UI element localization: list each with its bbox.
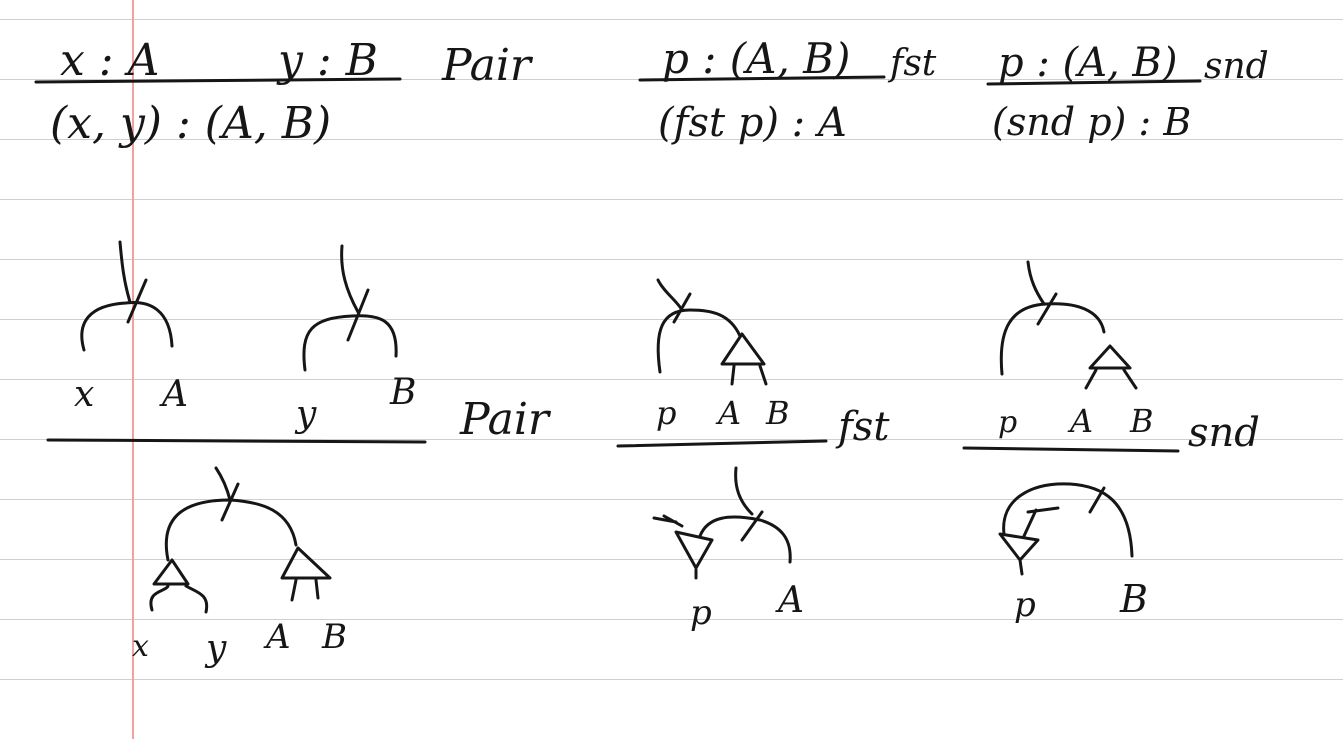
snd-diagram-label-A: A <box>1067 402 1093 440</box>
snd-diagram-label-p: p <box>998 405 1017 440</box>
fst-conclusion-label-A: A <box>775 580 804 621</box>
fst-diagram-inference-line <box>616 439 828 448</box>
snd-conclusion-label-B: B <box>1119 577 1148 621</box>
pair-conclusion-wire <box>149 466 332 614</box>
fst-diagram: p A B fst p A <box>616 278 890 633</box>
fst-conclusion: (fst p) : A <box>658 100 847 146</box>
fst-rule: p : (A, B) (fst p) : A fst <box>638 34 937 146</box>
pair-right-triangle <box>280 546 332 580</box>
fst-diagram-label-A: A <box>715 394 741 432</box>
pair-conclusion-label-B: B <box>321 617 347 657</box>
pair-conclusion-label-A: A <box>263 617 291 657</box>
snd-rule: p : (A, B) (snd p) : B snd <box>986 40 1269 144</box>
snd-inference-line <box>986 79 1202 86</box>
fst-diagram-label-p: p <box>656 394 676 432</box>
snd-diagram-label-B: B <box>1129 402 1154 440</box>
fst-diagram-rule-name: fst <box>835 404 890 450</box>
pair-conclusion-label-y: y <box>204 628 227 669</box>
pair-inference-line <box>34 77 402 84</box>
pair-diagram-label-x: x <box>74 374 94 415</box>
margin-line <box>132 0 134 739</box>
pair-diagram-label-B: B <box>389 372 416 413</box>
snd-diagram-rule-name: snd <box>1188 410 1260 456</box>
fst-premise-triangle <box>720 332 766 366</box>
fst-conclusion-wire <box>652 466 792 580</box>
pair-premise-left: x : A <box>60 35 159 86</box>
pair-conclusion-label-x: x <box>132 629 149 664</box>
pair-diagram-label-y: y <box>294 394 317 435</box>
snd-diagram-inference-line <box>962 446 1180 453</box>
pair-diagram-rule-name: Pair <box>459 394 552 445</box>
fst-rule-name: fst <box>887 43 937 84</box>
snd-conclusion: (snd p) : B <box>992 100 1191 144</box>
fst-premise-wire <box>656 278 768 386</box>
snd-diagram: p A B snd p B <box>962 260 1260 625</box>
pair-diagram-inference-line <box>46 438 427 444</box>
fst-premise: p : (A, B) <box>662 34 850 83</box>
pair-rule: x : A y : B (x, y) : (A, B) Pair <box>34 35 534 149</box>
pair-premise-x-wire <box>80 240 174 352</box>
pair-diagram: x A y B Pair x y A B <box>46 240 552 669</box>
snd-premise-wire <box>999 260 1138 390</box>
pair-premise-right: y : B <box>276 35 378 86</box>
snd-conclusion-triangle <box>998 532 1040 562</box>
pair-premise-y-wire <box>302 244 398 372</box>
fst-conclusion-triangle <box>674 530 714 570</box>
pair-diagram-label-A: A <box>159 374 188 415</box>
snd-conclusion-wire <box>998 482 1134 576</box>
fst-conclusion-label-p: p <box>690 593 712 633</box>
fst-diagram-label-B: B <box>765 394 790 432</box>
snd-conclusion-label-p: p <box>1014 585 1036 625</box>
snd-premise: p : (A, B) <box>998 40 1177 86</box>
snd-premise-triangle <box>1088 344 1132 370</box>
pair-rule-name: Pair <box>441 40 534 91</box>
pair-conclusion: (x, y) : (A, B) <box>50 98 331 149</box>
pair-left-triangle <box>152 558 190 586</box>
fst-inference-line <box>638 75 886 82</box>
snd-rule-name: snd <box>1204 46 1269 87</box>
